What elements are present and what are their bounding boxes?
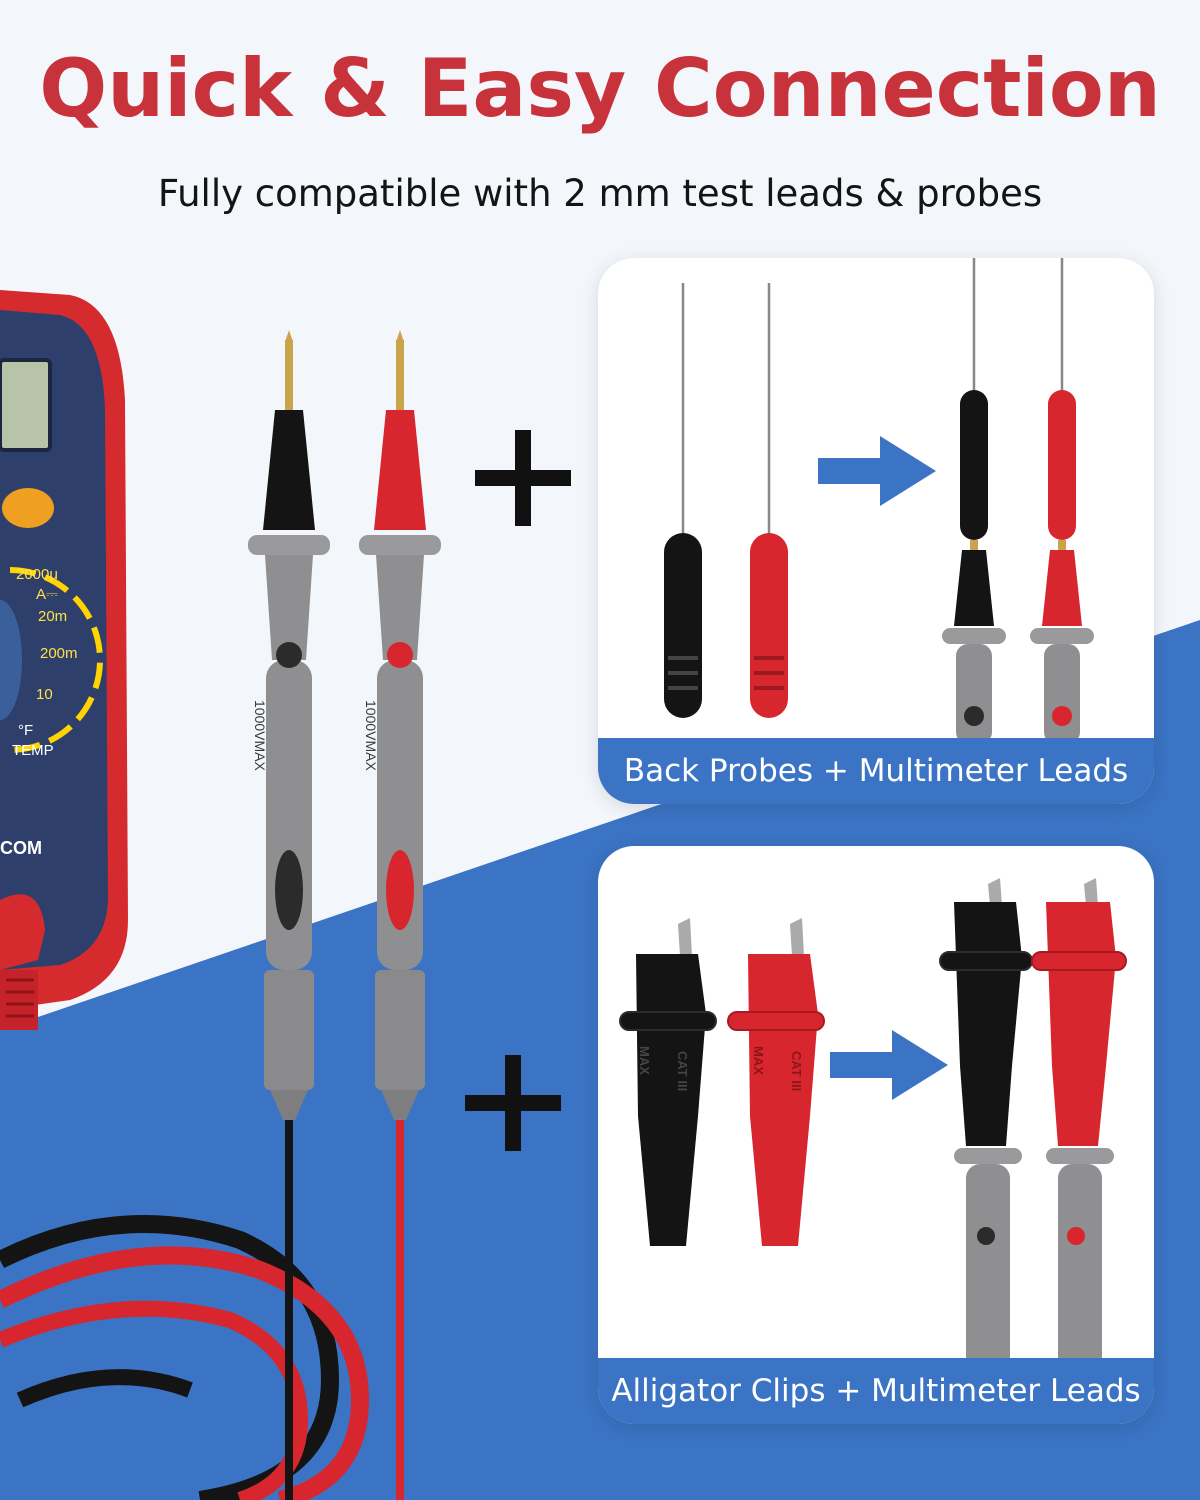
back-probes-card: Back Probes + Multimeter Leads [598,258,1154,804]
test-lead-pair [248,330,441,1500]
black-alligator-clip [619,918,717,1246]
back-probes-caption: Back Probes + Multimeter Leads [598,738,1154,804]
red-lead-rating: 1000VMAX [363,700,379,771]
dial-label: A⎓ [36,586,58,603]
alligator-clips-illustration [619,878,1127,1424]
lcd-screen [0,358,52,452]
alligator-clips-caption: Alligator Clips + Multimeter Leads [598,1358,1154,1424]
plus-icon [465,1055,561,1151]
red-alligator-clip [727,918,825,1246]
red-assembled-probe [1030,258,1094,744]
clip-category-label: CAT III [789,1051,804,1092]
alligator-clips-card: MAX CAT III MAX CAT III Alligator Clips … [598,846,1154,1424]
plus-icon [475,430,571,526]
red-clip-with-lead [1031,878,1127,1424]
dial-label: 20m [38,608,68,625]
hold-button[interactable] [2,488,54,528]
headline: Quick & Easy Connection [39,42,1161,135]
back-probes-illustration [664,258,1094,744]
dial-label: 200m [40,645,78,662]
black-lead-rating: 1000VMAX [252,700,268,771]
black-assembled-probe [942,258,1006,744]
subheadline: Fully compatible with 2 mm test leads & … [157,172,1043,215]
black-clip-with-lead [939,878,1033,1424]
red-test-lead [359,330,441,1500]
com-jack-label: COM [0,838,42,858]
black-test-lead [248,330,330,1500]
dial-label: °F [18,722,34,739]
multimeter [0,290,128,1030]
black-back-probe [664,283,702,718]
dial-label: TEMP [12,742,54,759]
dial-label: 10 [36,686,53,703]
clip-category-label: CAT III [675,1051,690,1092]
dial-label: 2000μ [16,566,59,583]
clip-max-label: MAX [637,1046,652,1075]
arrow-right-icon [818,436,936,506]
red-back-probe [750,283,788,718]
arrow-right-icon [830,1030,948,1100]
clip-max-label: MAX [751,1046,766,1075]
